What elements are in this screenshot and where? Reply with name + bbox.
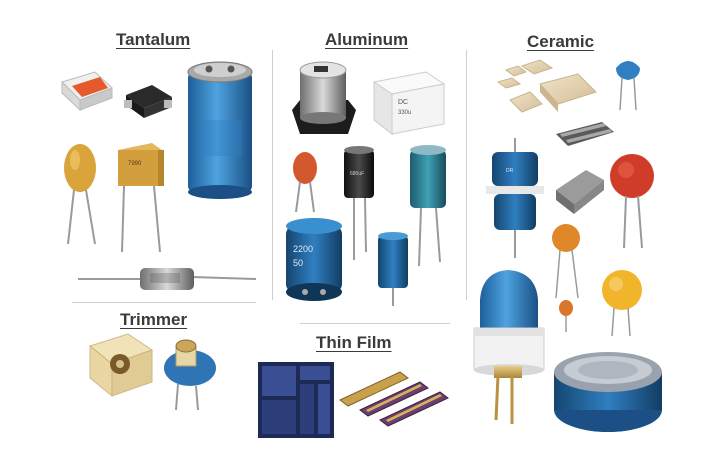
svg-text:680uF: 680uF xyxy=(350,171,364,177)
divider-right-vertical xyxy=(466,50,467,300)
svg-text:2200: 2200 xyxy=(293,244,313,254)
svg-text:50: 50 xyxy=(293,258,303,268)
ceramic-chip-small xyxy=(496,59,554,89)
aluminum-teal-radial xyxy=(410,145,446,267)
heading-tantalum: Tantalum xyxy=(116,30,191,49)
heading-ceramic: Ceramic xyxy=(527,32,595,51)
svg-text:DR: DR xyxy=(506,168,514,174)
ceramic-orange-bead xyxy=(559,300,573,332)
trimmer-blue xyxy=(164,339,216,411)
svg-text:DC: DC xyxy=(398,99,408,106)
aluminum-smd-can xyxy=(292,61,356,134)
trimmer-clear xyxy=(88,333,154,398)
ceramic-red-disc xyxy=(610,154,654,249)
ceramic-blue-disc xyxy=(616,61,640,111)
tantalum-dipped-yellow xyxy=(64,144,96,245)
heading-trimmer: Trimmer xyxy=(120,310,188,329)
divider-trimmer-top xyxy=(72,302,256,303)
ceramic-blue-doorknob: DR xyxy=(486,138,544,258)
aluminum-blue-small xyxy=(378,232,408,306)
divider-left-vertical xyxy=(272,50,273,300)
ceramic-hv-blue-puck xyxy=(554,352,662,432)
aluminum-blue-snapin: 2200 50 xyxy=(286,218,342,301)
thin-film-strip-purple-1 xyxy=(359,381,429,417)
ceramic-yellow-disc xyxy=(602,270,642,337)
tantalum-smd-orange xyxy=(61,71,113,112)
thin-film-strip-purple-2 xyxy=(379,391,449,427)
svg-text:330u: 330u xyxy=(398,110,411,116)
ceramic-array-chip xyxy=(556,122,614,146)
tantalum-box-yellow: 7990 xyxy=(118,143,164,253)
aluminum-small-orange xyxy=(293,152,317,213)
ceramic-grey-chip xyxy=(556,170,604,214)
ceramic-chip-medium xyxy=(509,91,543,113)
thin-film-blue-wafer xyxy=(258,362,334,438)
aluminum-white-box: DC 330u xyxy=(372,71,446,136)
heading-thin-film: Thin Film xyxy=(316,333,392,352)
aluminum-black-radial: 680uF xyxy=(344,146,374,260)
ceramic-orange-leaded xyxy=(552,224,580,299)
heading-aluminum: Aluminum xyxy=(325,30,409,49)
tantalum-axial xyxy=(78,268,257,290)
thin-film-strip-gold xyxy=(339,371,409,407)
divider-thinfilm-top xyxy=(300,323,450,324)
ceramic-hv-blue-tower xyxy=(473,270,545,424)
ceramic-chip-large xyxy=(539,73,597,112)
tantalum-smd-black xyxy=(124,85,172,118)
svg-text:7990: 7990 xyxy=(128,161,142,167)
tantalum-large-blue-capacitor xyxy=(187,61,253,199)
